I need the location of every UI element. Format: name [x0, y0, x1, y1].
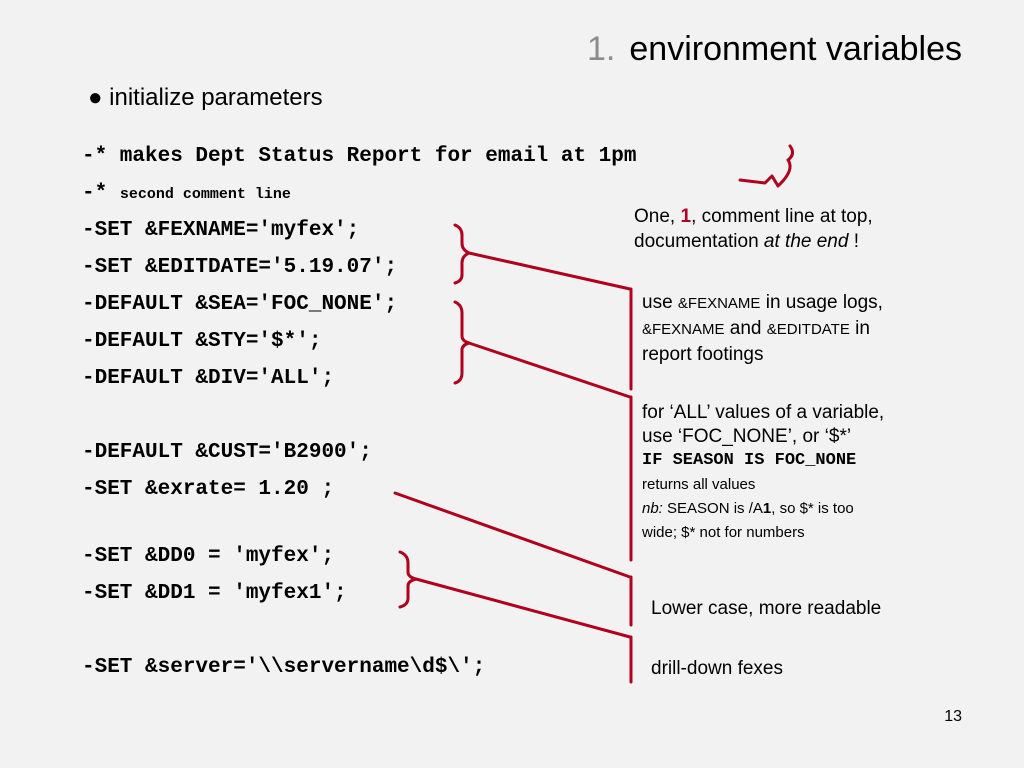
arrow-line-all-values — [467, 341, 632, 399]
code-line-10: -SET &DD0 = 'myfex'; — [82, 545, 335, 568]
comment-text: second comment line — [119, 186, 291, 203]
code-line-2: -* second comment line — [82, 182, 291, 205]
bracket-fexname-editdate — [453, 223, 471, 285]
comment-prefix: -* — [82, 182, 120, 205]
note-comment-lines: One, 1, comment line at top, documentati… — [634, 206, 873, 252]
wavy-bracket-mark — [738, 144, 795, 188]
code-line-8: -DEFAULT &CUST='B2900'; — [82, 441, 372, 464]
code-line-9: -SET &exrate= 1.20 ; — [82, 478, 335, 501]
note-drill-down: drill-down fexes — [651, 658, 783, 679]
bracket-default-values — [453, 300, 471, 385]
arrow-line-usage-logs — [467, 251, 632, 291]
bracket-dd-variables — [398, 550, 418, 609]
code-line-6: -DEFAULT &STY='$*'; — [82, 330, 322, 353]
bullet-item: ● initialize parameters — [88, 84, 323, 111]
slide-title: 1. environment variables — [587, 30, 962, 69]
code-line-5: -DEFAULT &SEA='FOC_NONE'; — [82, 293, 398, 316]
code-line-12: -SET &server='\\servername\d$\'; — [82, 656, 486, 679]
arrow-line-lower-case — [393, 491, 632, 579]
note-all-values: for ‘ALL’ values of a variable, use ‘FOC… — [642, 402, 885, 541]
note-number-one: 1 — [680, 206, 692, 227]
note-lower-case: Lower case, more readable — [651, 598, 882, 619]
page-number: 13 — [944, 708, 962, 725]
note-usage-logs: use &FEXNAME in usage logs, &FEXNAME and… — [642, 292, 883, 365]
code-line-1: -* makes Dept Status Report for email at… — [82, 145, 637, 168]
title-text: environment variables — [629, 30, 962, 68]
title-number: 1. — [587, 30, 616, 68]
code-line-3: -SET &FEXNAME='myfex'; — [82, 219, 360, 242]
code-line-7: -DEFAULT &DIV='ALL'; — [82, 367, 335, 390]
code-line-4: -SET &EDITDATE='5.19.07'; — [82, 256, 398, 279]
code-line-11: -SET &DD1 = 'myfex1'; — [82, 582, 347, 605]
code-example: IF SEASON IS FOC_NONE — [642, 451, 857, 470]
arrow-line-drill-down — [414, 577, 632, 639]
